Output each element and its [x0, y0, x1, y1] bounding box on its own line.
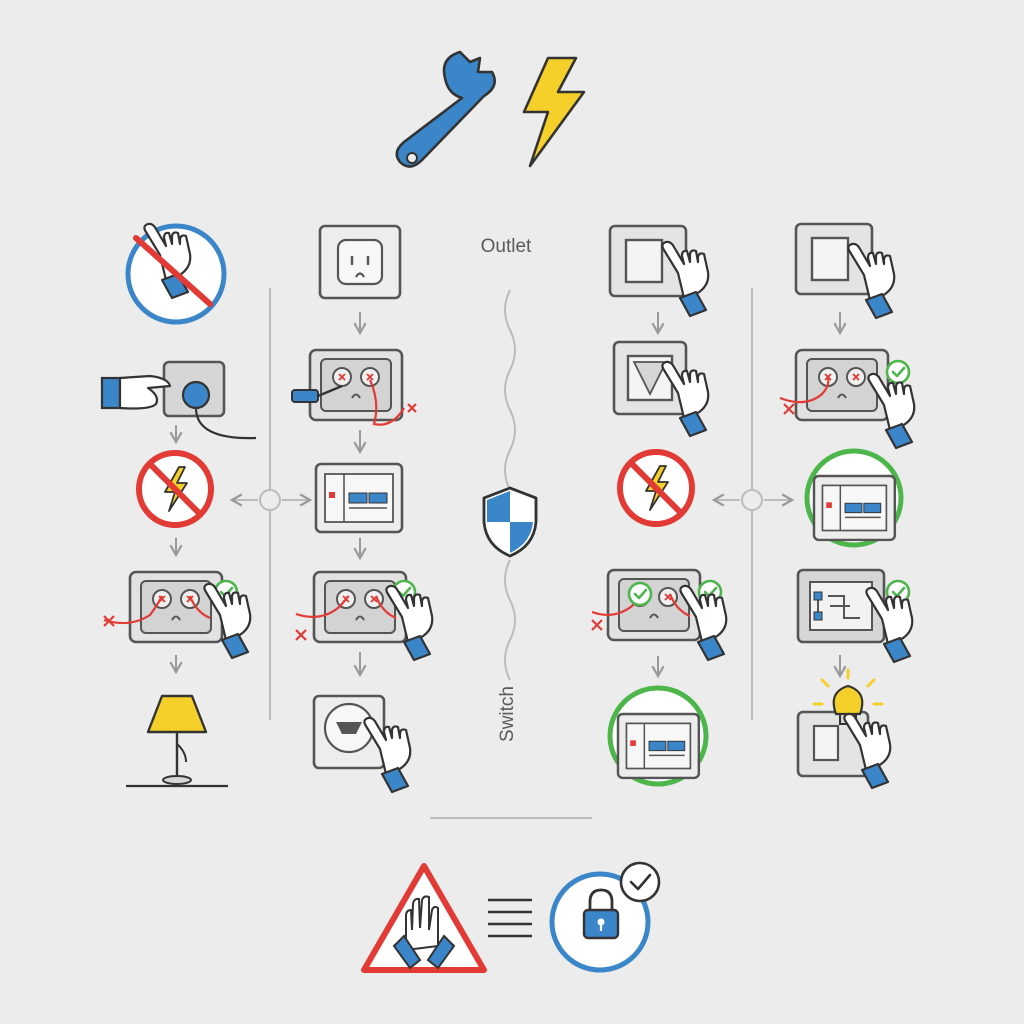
test-outlet-icon — [103, 570, 252, 660]
padlock-check-icon — [549, 861, 661, 973]
outlet-label: Outlet — [481, 236, 532, 257]
warning-triangle-hand-icon — [361, 863, 487, 973]
unplug-plug-icon — [100, 360, 257, 440]
wall-switch-icon-2 — [794, 222, 896, 320]
lamp-icon — [126, 694, 228, 788]
press-outlet-icon — [312, 694, 412, 794]
switch-wiring-icon — [796, 568, 914, 664]
no-power-sign-icon-2 — [620, 452, 692, 524]
switch-label: Switch — [497, 686, 518, 742]
shield-icon — [482, 486, 538, 558]
wall-switch-icon — [608, 224, 710, 318]
test-outlet-icon-2 — [295, 570, 434, 662]
outlet-icon — [318, 224, 402, 300]
breaker-panel-icon — [314, 462, 404, 534]
connector-left — [229, 489, 313, 511]
test-outlet-icon-3 — [591, 568, 728, 662]
flow-arrows — [169, 312, 847, 679]
toggle-switch-icon — [612, 340, 710, 438]
screwdriver-outlet-icon — [291, 348, 417, 426]
separator-wave-center — [504, 289, 516, 681]
no-touch-sign-icon — [125, 222, 227, 325]
no-power-sign-icon — [139, 453, 211, 525]
breaker-panel-green-icon — [607, 685, 709, 787]
wrench-icon — [395, 50, 500, 168]
verified-outlet-icon — [779, 348, 916, 450]
breaker-panel-green-icon-2 — [804, 448, 904, 548]
lightning-bolt-icon — [522, 56, 586, 168]
light-on-switch-icon — [796, 668, 892, 790]
connector-right — [711, 489, 795, 511]
equals-lines-icon — [488, 898, 532, 938]
